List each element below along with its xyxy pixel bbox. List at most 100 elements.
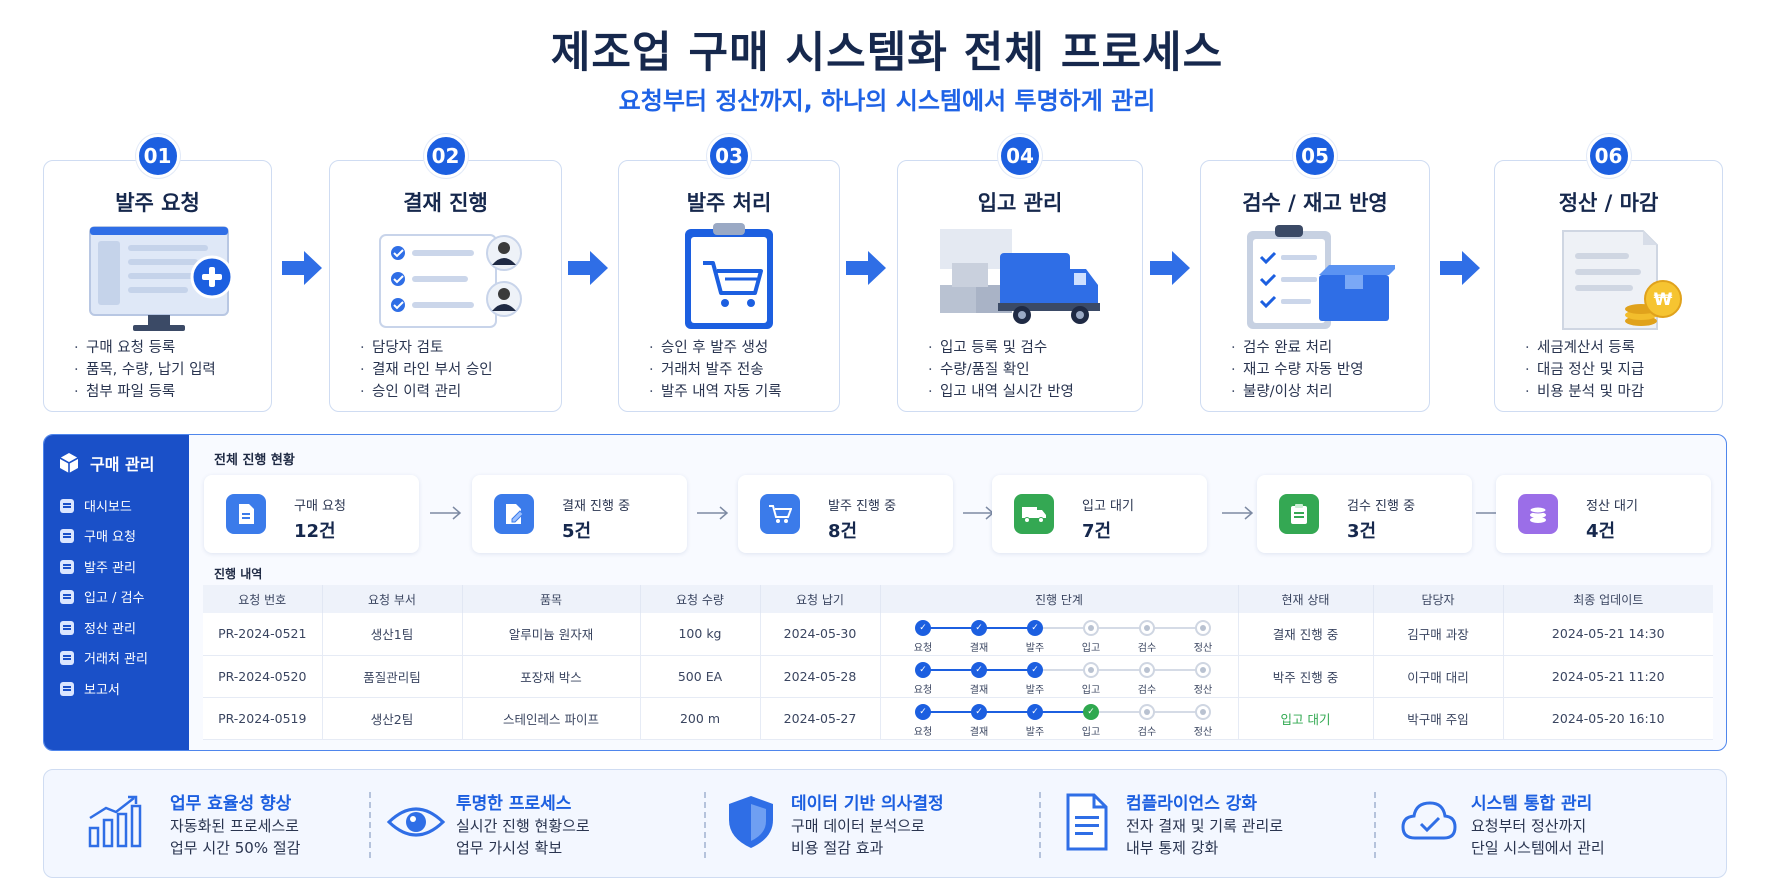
status-card-receiving[interactable]: 입고 대기 7건 (992, 475, 1207, 553)
box-icon (60, 589, 74, 604)
column-header[interactable]: 진행 단계 (880, 585, 1239, 613)
stage-node: ✓ (1027, 704, 1043, 720)
stage-label: 검수 (1137, 685, 1157, 696)
stage-label: 정산 (1193, 642, 1213, 654)
step-number: 05 (1293, 134, 1337, 178)
sidebar-item-reports[interactable]: 보고서 (60, 679, 120, 698)
document-edit-icon (494, 494, 534, 534)
table-row[interactable]: PR-2024-0520 품질관리팀 포장재 박스 500 EA 2024-05… (203, 655, 1713, 698)
table-row[interactable]: PR-2024-0521 생산1팀 알루미늄 원자재 100 kg 2024-0… (203, 613, 1713, 656)
step-number: 03 (707, 134, 751, 178)
clipboard-icon (1279, 494, 1319, 534)
request-qty: 500 EA (640, 655, 761, 698)
step-card-approval: 02 결재 진행 담당자 검토 결재 라인 부서 승인 승인 이력 관리 (329, 134, 562, 412)
status-card-approval[interactable]: 결재 진행 중 5건 (472, 475, 687, 553)
sidebar-title: 구매 관리 (90, 455, 155, 474)
stage-label: 검수 (1137, 642, 1157, 654)
request-dept: 품질관리팀 (322, 655, 463, 698)
step-item: 입고 내역 실시간 반영 (928, 381, 1074, 403)
status-label: 구매 요청 (294, 499, 346, 514)
sidebar-item-order-management[interactable]: 발주 관리 (60, 557, 136, 576)
last-updated: 2024-05-20 16:10 (1503, 697, 1713, 740)
step-item: 재고 수량 자동 반영 (1231, 359, 1364, 381)
sidebar-item-dashboard[interactable]: 대시보드 (60, 496, 132, 515)
sidebar-item-vendors[interactable]: 거래처 관리 (60, 648, 148, 667)
arrow-right-icon (1222, 506, 1254, 520)
sidebar: 구매 관리 대시보드 구매 요청 발주 관리 입고 / 검수 정산 관리 거래처… (44, 435, 189, 750)
step-number: 06 (1586, 134, 1631, 178)
cube-icon (59, 453, 79, 473)
benefit-line: 업무 가시성 확보 (456, 839, 563, 857)
step-card-request: 01 발주 요청 구매 요청 등록 품목, 수량, 납기 입력 첨부 파일 등록 (43, 134, 272, 412)
arrow-right-icon (568, 251, 608, 285)
stage-label: 요청 (913, 727, 933, 738)
invoice-coin-icon: ₩ (1561, 230, 1682, 330)
stage-node (1139, 704, 1155, 720)
benefit-desc: 구매 데이터 분석으로 비용 절감 효과 (791, 815, 925, 859)
status-card-order[interactable]: 발주 진행 중 8건 (738, 475, 953, 553)
arrow-right-icon (963, 506, 995, 520)
column-header[interactable]: 요청 부서 (322, 585, 463, 613)
status-card-settlement[interactable]: 정산 대기 4건 (1496, 475, 1711, 553)
stage-label: 정산 (1193, 727, 1213, 738)
stage-node: ✓ (915, 662, 931, 678)
benefit-desc: 자동화된 프로세스로 업무 시간 50% 절감 (170, 815, 300, 859)
request-icon (60, 528, 74, 543)
stage-node: ✓ (971, 662, 987, 678)
status-card-request[interactable]: 구매 요청 12건 (204, 475, 419, 553)
stage-label: 요청 (913, 642, 933, 654)
request-id[interactable]: PR-2024-0519 (203, 697, 323, 740)
column-header[interactable]: 요청 납기 (760, 585, 881, 613)
benefit-desc: 요청부터 정산까지 단일 시스템에서 관리 (1471, 815, 1605, 859)
request-item: 포장재 박스 (462, 655, 641, 698)
stage-node (1139, 662, 1155, 678)
request-id[interactable]: PR-2024-0520 (203, 655, 323, 698)
step-item: 결재 라인 부서 승인 (360, 359, 493, 381)
benefit-line: 단일 시스템에서 관리 (1471, 839, 1605, 857)
step-item: 검수 완료 처리 (1231, 337, 1364, 359)
step-title: 정산 / 마감 (1558, 191, 1659, 215)
cart-icon (760, 494, 800, 534)
step-item-list: 입고 등록 및 검수 수량/품질 확인 입고 내역 실시간 반영 (928, 337, 1074, 403)
sidebar-item-purchase-request[interactable]: 구매 요청 (60, 526, 136, 545)
request-id[interactable]: PR-2024-0521 (203, 613, 323, 656)
status-count: 3건 (1347, 521, 1377, 542)
column-header[interactable]: 담당자 (1373, 585, 1504, 613)
request-dept: 생산1팀 (322, 613, 463, 656)
benefit-desc: 전자 결재 및 기록 관리로 내부 통제 강화 (1126, 815, 1283, 859)
step-card-receiving: 04 입고 관리 입고 등록 및 검수 수량/품질 확인 입고 내역 실시간 반… (897, 134, 1143, 412)
column-header[interactable]: 품목 (462, 585, 641, 613)
owner: 김구매 과장 (1373, 613, 1504, 656)
column-header[interactable]: 최종 업데이트 (1503, 585, 1713, 613)
progress-connector (1091, 626, 1147, 629)
column-header[interactable]: 요청 수량 (640, 585, 761, 613)
status-card-inspection[interactable]: 검수 진행 중 3건 (1257, 475, 1472, 553)
coins-icon (1518, 494, 1558, 534)
history-table: 요청 번호 요청 부서 품목 요청 수량 요청 납기 진행 단계 현재 상태 담… (203, 585, 1713, 740)
benefit-integration: 시스템 통합 관리 요청부터 정산까지 단일 시스템에서 관리 (1379, 770, 1724, 877)
arrow-right-icon (430, 506, 462, 520)
progress-connector (979, 626, 1035, 629)
benefits-bar: 업무 효율성 향상 자동화된 프로세스로 업무 시간 50% 절감 투명한 프로… (43, 769, 1727, 878)
divider (704, 792, 706, 858)
table-header-row: 요청 번호 요청 부서 품목 요청 수량 요청 납기 진행 단계 현재 상태 담… (203, 585, 1713, 613)
status-count: 5건 (562, 521, 592, 542)
step-number: 04 (998, 134, 1042, 178)
arrow-right-icon (697, 506, 729, 520)
sidebar-item-settlement[interactable]: 정산 관리 (60, 618, 136, 637)
column-header[interactable]: 현재 상태 (1238, 585, 1374, 613)
stage-label: 발주 (1025, 685, 1045, 696)
table-row[interactable]: PR-2024-0519 생산2팀 스테인레스 파이프 200 m 2024-0… (203, 697, 1713, 740)
sidebar-item-receiving[interactable]: 입고 / 검수 (60, 587, 145, 606)
stage-label: 결재 (969, 727, 989, 738)
sidebar-header[interactable]: 구매 관리 (58, 451, 154, 475)
step-number: 01 (135, 134, 180, 178)
step-item: 구매 요청 등록 (74, 337, 216, 359)
column-header[interactable]: 요청 번호 (203, 585, 323, 613)
stage-label: 발주 (1025, 727, 1045, 738)
step-item: 승인 후 발주 생성 (649, 337, 782, 359)
benefit-line: 자동화된 프로세스로 (170, 817, 299, 835)
